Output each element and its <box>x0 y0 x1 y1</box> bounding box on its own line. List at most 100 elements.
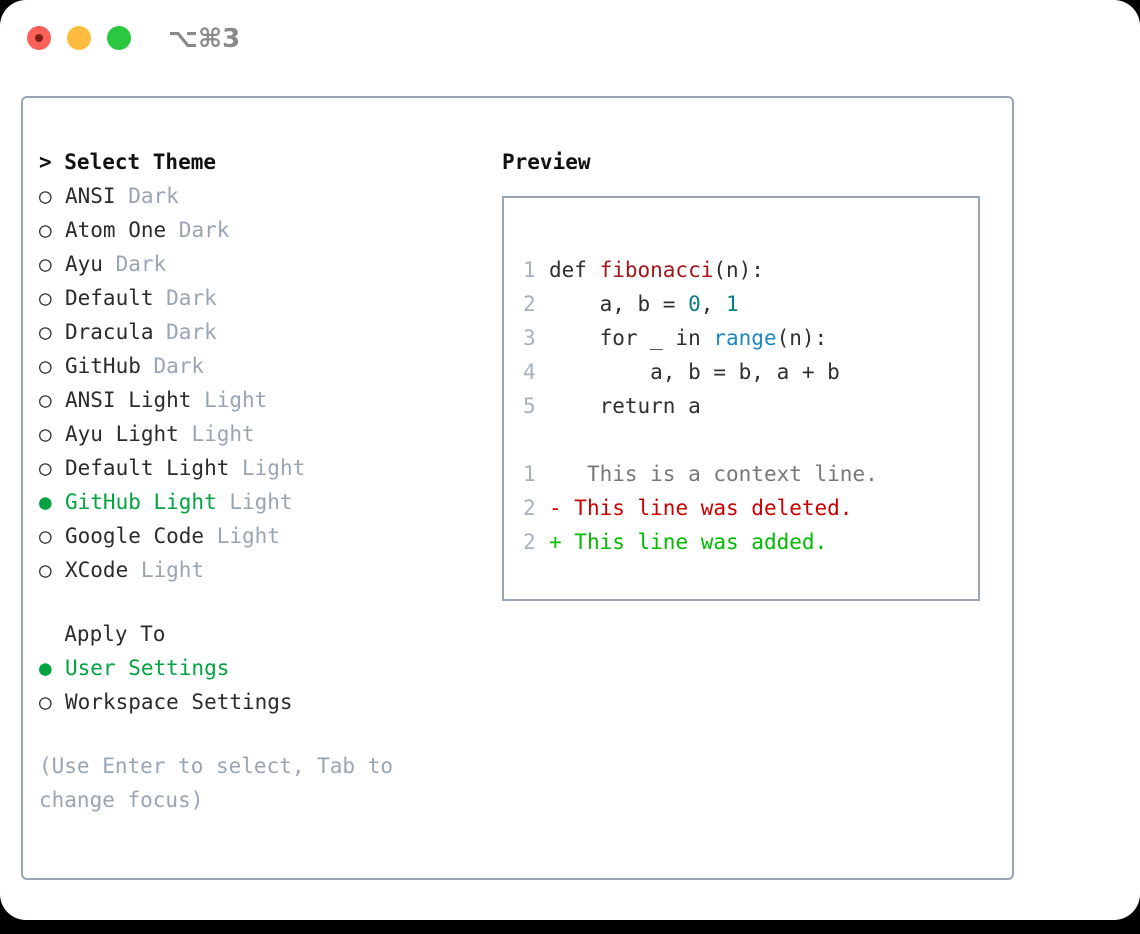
theme-option-label: ANSI <box>65 184 116 208</box>
apply-to-list[interactable]: ● User Settings ○ Workspace Settings <box>39 651 469 719</box>
theme-option[interactable]: ● GitHub Light Light <box>39 485 469 519</box>
theme-option-label: GitHub <box>65 354 141 378</box>
code-token-plain: (n): <box>713 258 764 282</box>
apply-to-option-label: Workspace Settings <box>65 690 293 714</box>
diff-line: 1 This is a context line. <box>523 457 972 491</box>
theme-category-label: Dark <box>166 218 230 242</box>
theme-option-label: Ayu Light <box>65 422 179 446</box>
code-token-num: 1 <box>726 292 739 316</box>
theme-category-label: Dark <box>153 286 217 310</box>
theme-option-label: Atom One <box>65 218 167 242</box>
minimize-window-button[interactable] <box>67 26 91 50</box>
radio-unselected-icon[interactable]: ○ <box>39 388 52 412</box>
keyboard-shortcut-label: ⌥⌘3 <box>168 24 241 54</box>
theme-category-label: Light <box>178 422 255 446</box>
apply-to-option-label: User Settings <box>65 656 230 680</box>
theme-option[interactable]: ○ XCode Light <box>39 553 469 587</box>
keyboard-hint-text: (Use Enter to select, Tab to change focu… <box>39 754 394 812</box>
diff-line-text: This is a context line. <box>574 462 878 486</box>
theme-category-label: Light <box>216 490 293 514</box>
select-theme-header: > Select Theme <box>39 150 217 174</box>
close-window-button[interactable] <box>27 26 51 50</box>
radio-unselected-icon[interactable]: ○ <box>39 184 52 208</box>
theme-option[interactable]: ○ Default Light Light <box>39 451 469 485</box>
theme-option[interactable]: ○ ANSI Dark <box>39 179 469 213</box>
diff-sample: 1 This is a context line.2- This line wa… <box>523 457 972 559</box>
code-token-num: 0 <box>688 292 701 316</box>
radio-unselected-icon[interactable]: ○ <box>39 218 52 242</box>
theme-category-label: Dark <box>115 184 179 208</box>
theme-option-label: Default <box>65 286 154 310</box>
theme-category-label: Light <box>229 456 306 480</box>
theme-option[interactable]: ○Dracula Dark <box>39 315 469 349</box>
code-line: 3 for _ in range(n): <box>523 321 972 355</box>
theme-option-label: Dracula <box>65 320 154 344</box>
radio-unselected-icon[interactable]: ○ <box>39 558 52 582</box>
theme-option[interactable]: ○ Ayu Dark <box>39 247 469 281</box>
diff-line-text: This line was added. <box>574 530 828 554</box>
theme-option[interactable]: ○ANSI Light Light <box>39 383 469 417</box>
theme-selection-column: > Select Theme ○ANSI Dark○Atom One Dark○… <box>39 145 469 817</box>
diff-line-number: 2 <box>523 496 536 520</box>
theme-option[interactable]: ○ Ayu Light Light <box>39 417 469 451</box>
code-token-plain: (n): <box>776 326 828 350</box>
theme-list[interactable]: ○ ANSI Dark ○ Atom One Dark ○ Ayu Dark ○ Defaul… <box>39 179 469 587</box>
code-token-plain: a, b = b, a + b <box>549 360 840 384</box>
diff-line: 2- This line was deleted. <box>523 491 972 525</box>
diff-marker-context <box>549 462 574 486</box>
diff-line-number: 2 <box>523 530 536 554</box>
code-token-plain: a, b = <box>549 292 689 316</box>
code-token-plain: return a <box>549 394 701 418</box>
theme-option-label: GitHub Light <box>65 490 217 514</box>
radio-unselected-icon[interactable]: ○ <box>39 354 52 378</box>
radio-unselected-icon[interactable]: ○ <box>39 286 52 310</box>
code-token-fn: fibonacci <box>599 258 714 282</box>
radio-unselected-icon[interactable]: ○ <box>39 422 52 446</box>
theme-option[interactable]: ○ Atom One Dark <box>39 213 469 247</box>
radio-unselected-icon[interactable]: ○ <box>39 456 52 480</box>
code-line: 5 return a <box>523 389 972 423</box>
theme-option-label: Google Code <box>65 524 205 548</box>
code-line: 2 a, b = 0, 1 <box>523 287 972 321</box>
theme-category-label: Light <box>204 524 280 548</box>
radio-selected-icon[interactable]: ● <box>39 490 52 514</box>
code-token-call: range <box>713 326 777 350</box>
theme-option[interactable]: ○ Google Code Light <box>39 519 469 553</box>
preview-header: Preview <box>502 150 591 174</box>
theme-option-label: ANSI Light <box>65 388 192 412</box>
apply-to-option[interactable]: ● User Settings <box>39 651 469 685</box>
code-line-number: 3 <box>523 326 536 350</box>
diff-line: 2 + This line was added. <box>523 525 972 559</box>
diff-marker-added: + <box>549 530 575 554</box>
theme-option[interactable]: ○ GitHub Dark <box>39 349 469 383</box>
radio-unselected-icon[interactable]: ○ <box>39 252 52 276</box>
code-line-number: 1 <box>523 258 536 282</box>
theme-option-label: XCode <box>65 558 129 582</box>
theme-category-label: Dark <box>140 354 205 378</box>
radio-unselected-icon[interactable]: ○ <box>39 524 52 548</box>
title-bar: ⌥⌘3 <box>0 0 1140 78</box>
maximize-window-button[interactable] <box>107 26 131 50</box>
apply-to-option[interactable]: ○ Workspace Settings <box>39 685 469 719</box>
code-token-plain: def <box>549 258 600 282</box>
code-diff-spacer <box>523 423 972 457</box>
diff-line-text: This line was deleted. <box>574 496 853 520</box>
theme-option[interactable]: ○ Default Dark <box>39 281 469 315</box>
theme-category-label: Light <box>128 558 205 582</box>
radio-unselected-icon[interactable]: ○ <box>39 690 52 714</box>
code-line-number: 2 <box>523 292 536 316</box>
code-token-plain: , <box>700 292 727 316</box>
radio-unselected-icon[interactable]: ○ <box>39 320 52 344</box>
code-line-number: 5 <box>523 394 536 418</box>
code-line: 1 def fibonacci(n): <box>523 253 972 287</box>
theme-option-label: Default Light <box>65 456 230 480</box>
code-token-plain: for _ in <box>549 326 714 350</box>
theme-option-label: Ayu <box>65 252 103 276</box>
radio-selected-icon[interactable]: ● <box>39 656 52 680</box>
theme-category-label: Dark <box>102 252 167 276</box>
